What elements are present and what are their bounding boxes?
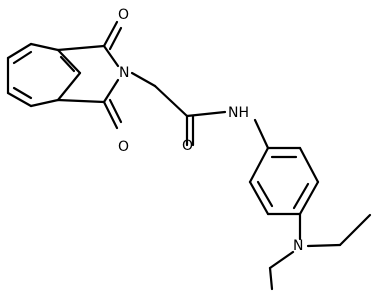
phthalimide-benzene-ring (6, 42, 82, 108)
atom-n-amine: N (293, 238, 303, 254)
atom-o-top: O (118, 7, 129, 23)
phenylene-ring (248, 146, 320, 216)
imide-ring (56, 20, 123, 130)
diethylamino-group (268, 212, 372, 291)
atom-o-bottom: O (118, 139, 129, 155)
atom-o-amide: O (182, 138, 193, 154)
atom-n-imide: N (119, 65, 129, 81)
atom-nh: NH (228, 105, 249, 121)
amide-linker (130, 71, 270, 150)
